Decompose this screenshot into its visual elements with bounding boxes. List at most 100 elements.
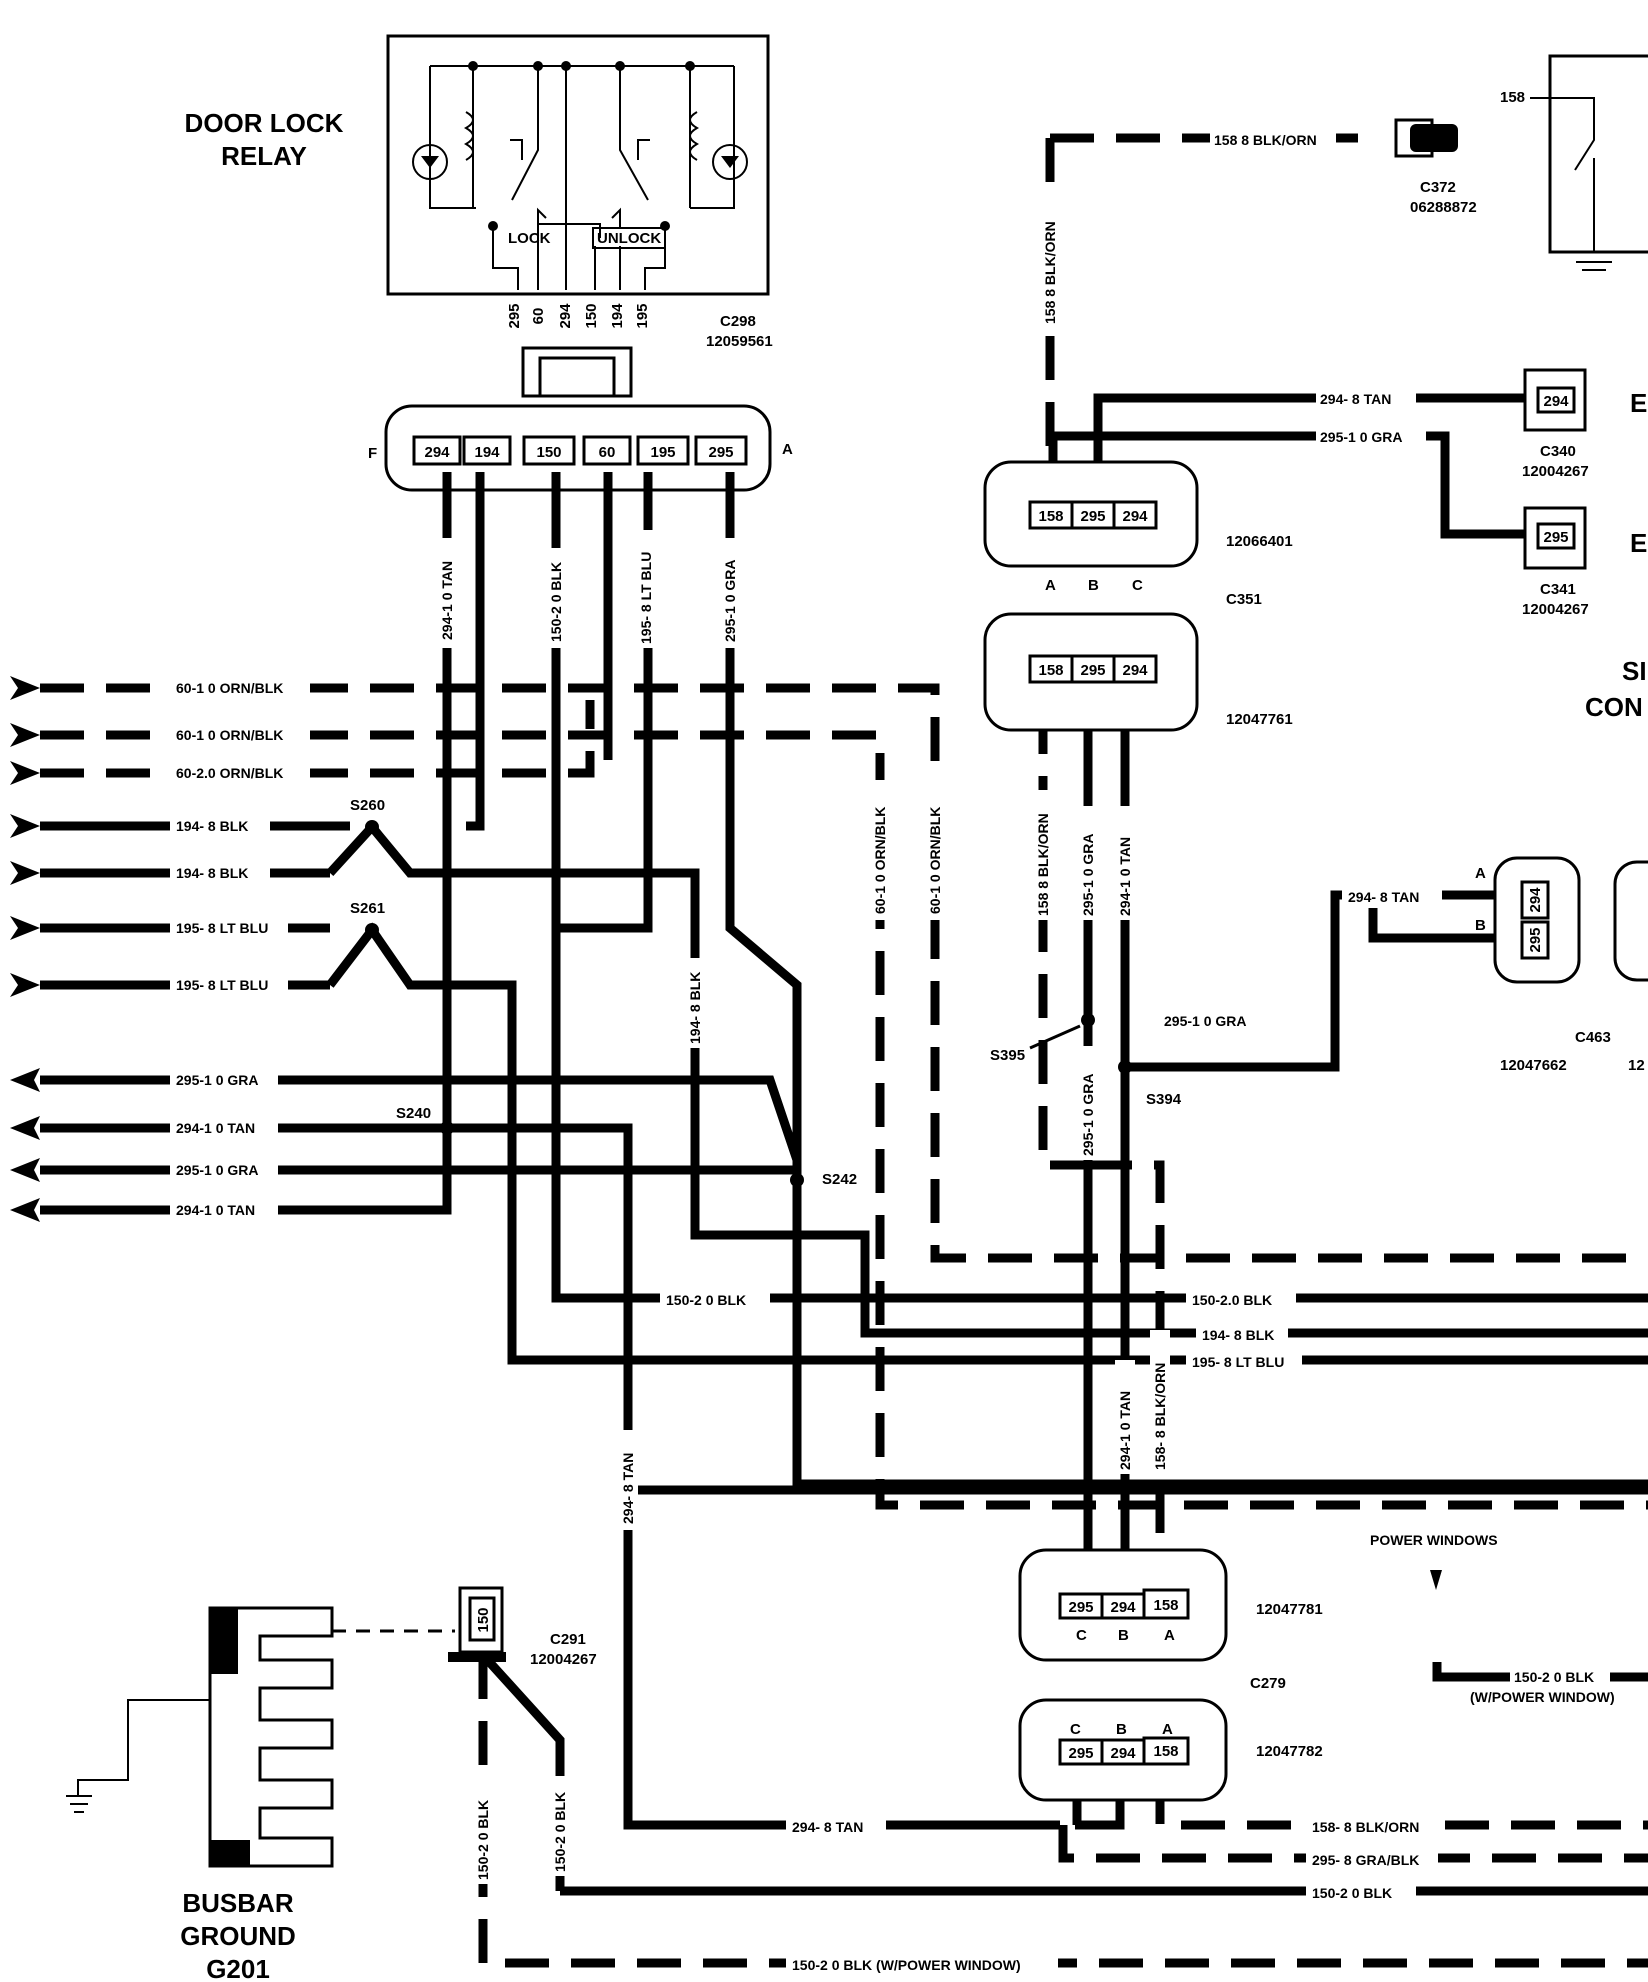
arrow-right-icon bbox=[10, 814, 40, 838]
c298-id: C298 bbox=[720, 313, 756, 330]
c279-id: C279 bbox=[1250, 1675, 1286, 1692]
relay-common bbox=[538, 223, 601, 238]
splice-s260-dot bbox=[365, 820, 379, 834]
svg-text:A: A bbox=[1045, 577, 1056, 594]
svg-text:150: 150 bbox=[475, 1607, 492, 1632]
arrow-left-icon bbox=[10, 1158, 40, 1182]
svg-text:294- 8 TAN: 294- 8 TAN bbox=[792, 1819, 863, 1835]
svg-text:150-2 0 BLK: 150-2 0 BLK bbox=[548, 562, 564, 642]
svg-text:158 8 BLK/ORN: 158 8 BLK/ORN bbox=[1042, 221, 1058, 324]
svg-text:295-1 0 GRA: 295-1 0 GRA bbox=[1080, 834, 1096, 916]
relay-housing bbox=[386, 34, 770, 296]
svg-text:295: 295 bbox=[1068, 1745, 1093, 1762]
c279-part-upper: 12047781 bbox=[1256, 1601, 1323, 1618]
right-edge-con-label: CON bbox=[1585, 692, 1643, 722]
svg-text:195- 8 LT BLU: 195- 8 LT BLU bbox=[638, 552, 654, 644]
arrow-left-icon bbox=[10, 1198, 40, 1222]
svg-text:158: 158 bbox=[1038, 662, 1063, 679]
relay-lock-label: LOCK bbox=[508, 230, 551, 247]
svg-text:295-1 0 GRA: 295-1 0 GRA bbox=[176, 1072, 258, 1088]
splice-s394-label: S394 bbox=[1146, 1091, 1182, 1108]
splice-s242-label: S242 bbox=[822, 1171, 857, 1188]
svg-text:294: 294 bbox=[1110, 1599, 1136, 1616]
relay-pin-numbers: 295 60 294 150 194 195 bbox=[506, 303, 651, 329]
wire-295-gra-top bbox=[1048, 431, 1540, 539]
svg-text:294-1 0 TAN: 294-1 0 TAN bbox=[1117, 837, 1133, 916]
relay-coil-left-icon bbox=[463, 111, 474, 161]
c351-part-upper: 12066401 bbox=[1226, 533, 1293, 550]
connector-c351: 158 295 294 A B C 12066401 C351 158 295 … bbox=[983, 460, 1293, 732]
svg-text:195- 8 LT BLU: 195- 8 LT BLU bbox=[176, 977, 268, 993]
svg-text:294: 294 bbox=[1122, 662, 1148, 679]
svg-text:B: B bbox=[1116, 1721, 1127, 1738]
svg-text:E: E bbox=[1630, 528, 1647, 558]
splice-s242-dot bbox=[790, 1173, 804, 1187]
connector-c279: 295 294 158 C B A 12047781 C279 C B A 29… bbox=[1018, 1548, 1323, 1802]
arrow-right-icon bbox=[10, 723, 40, 747]
svg-text:158- 8 BLK/ORN: 158- 8 BLK/ORN bbox=[1152, 1363, 1168, 1470]
svg-text:294- 8 TAN: 294- 8 TAN bbox=[1320, 391, 1391, 407]
splice-s395-dot bbox=[1081, 1013, 1095, 1027]
connector-c341: 295 C341 12004267 E bbox=[1522, 506, 1647, 618]
svg-text:150-2 0 BLK: 150-2 0 BLK bbox=[552, 1792, 568, 1872]
svg-text:150-2 0 BLK: 150-2 0 BLK bbox=[475, 1800, 491, 1880]
svg-text:158: 158 bbox=[1153, 1597, 1178, 1614]
arrow-right-icon bbox=[10, 676, 40, 700]
c298-part: 12059561 bbox=[706, 333, 773, 350]
right-relay-fragment: 158 bbox=[1500, 54, 1648, 271]
svg-text:C463: C463 bbox=[1575, 1029, 1611, 1046]
svg-text:294-1 0 TAN: 294-1 0 TAN bbox=[176, 1120, 255, 1136]
svg-text:295-1 0 GRA: 295-1 0 GRA bbox=[1320, 429, 1402, 445]
svg-text:295: 295 bbox=[1080, 508, 1105, 525]
connector-c291: 150 C291 12004267 bbox=[332, 1586, 597, 1668]
svg-text:(W/POWER WINDOW): (W/POWER WINDOW) bbox=[1470, 1689, 1615, 1705]
svg-text:150-2 0 BLK: 150-2 0 BLK bbox=[666, 1292, 746, 1308]
relay-arrows bbox=[537, 207, 621, 228]
svg-text:158 8 BLK/ORN: 158 8 BLK/ORN bbox=[1035, 813, 1051, 916]
splice-s240-dot bbox=[440, 1121, 454, 1135]
svg-text:294: 294 bbox=[1543, 393, 1569, 410]
svg-text:A: A bbox=[1162, 1721, 1173, 1738]
c351-part-lower: 12047761 bbox=[1226, 711, 1293, 728]
diode-left-icon bbox=[412, 144, 448, 180]
svg-text:60-1 0 ORN/BLK: 60-1 0 ORN/BLK bbox=[927, 807, 943, 914]
svg-text:150-2.0 BLK: 150-2.0 BLK bbox=[1192, 1292, 1272, 1308]
svg-text:195- 8 LT BLU: 195- 8 LT BLU bbox=[176, 920, 268, 936]
c279-part-lower: 12047782 bbox=[1256, 1743, 1323, 1760]
connector-c463: 294 295 A B C463 12047662 12 bbox=[1475, 856, 1648, 1074]
svg-text:294: 294 bbox=[1122, 508, 1148, 525]
svg-text:294: 294 bbox=[1527, 887, 1544, 913]
svg-text:295: 295 bbox=[1527, 927, 1544, 952]
power-windows-label: POWER WINDOWS bbox=[1370, 1532, 1498, 1548]
left-wire-labels: 60-1 0 ORN/BLK 60-1 0 ORN/BLK 60-2.0 ORN… bbox=[170, 676, 310, 1220]
svg-text:12004267: 12004267 bbox=[530, 1651, 597, 1668]
svg-text:195: 195 bbox=[650, 444, 675, 461]
svg-text:A: A bbox=[1164, 1627, 1175, 1644]
splice-s261-label: S261 bbox=[350, 900, 385, 917]
arrow-left-icon bbox=[10, 1068, 40, 1092]
c351-id: C351 bbox=[1226, 591, 1262, 608]
svg-text:158- 8 BLK/ORN: 158- 8 BLK/ORN bbox=[1312, 1819, 1419, 1835]
svg-text:295: 295 bbox=[1080, 662, 1105, 679]
svg-text:B: B bbox=[1088, 577, 1099, 594]
busbar-line1: BUSBAR bbox=[182, 1888, 293, 1918]
wire-60-orn-blk-a bbox=[40, 683, 1648, 1263]
connector-c340: 294 C340 12004267 E bbox=[1522, 368, 1647, 480]
svg-text:B: B bbox=[1475, 917, 1486, 934]
svg-text:60: 60 bbox=[530, 308, 547, 325]
svg-text:158: 158 bbox=[1038, 508, 1063, 525]
svg-text:A: A bbox=[782, 441, 793, 458]
svg-text:294- 8 TAN: 294- 8 TAN bbox=[620, 1453, 636, 1524]
splice-s261-dot bbox=[365, 923, 379, 937]
svg-text:C: C bbox=[1076, 1627, 1087, 1644]
busbar-line3: G201 bbox=[206, 1954, 270, 1982]
svg-text:294: 294 bbox=[424, 444, 450, 461]
svg-text:194- 8 BLK: 194- 8 BLK bbox=[1202, 1327, 1274, 1343]
svg-text:158: 158 bbox=[1500, 89, 1525, 106]
relay-title-line1: DOOR LOCK bbox=[185, 108, 344, 138]
connector-c372: C372 06288872 bbox=[1394, 118, 1477, 216]
svg-text:294-1 0 TAN: 294-1 0 TAN bbox=[176, 1202, 255, 1218]
wire-60-orn-blk-b bbox=[40, 730, 1648, 1510]
svg-text:12004267: 12004267 bbox=[1522, 601, 1589, 618]
